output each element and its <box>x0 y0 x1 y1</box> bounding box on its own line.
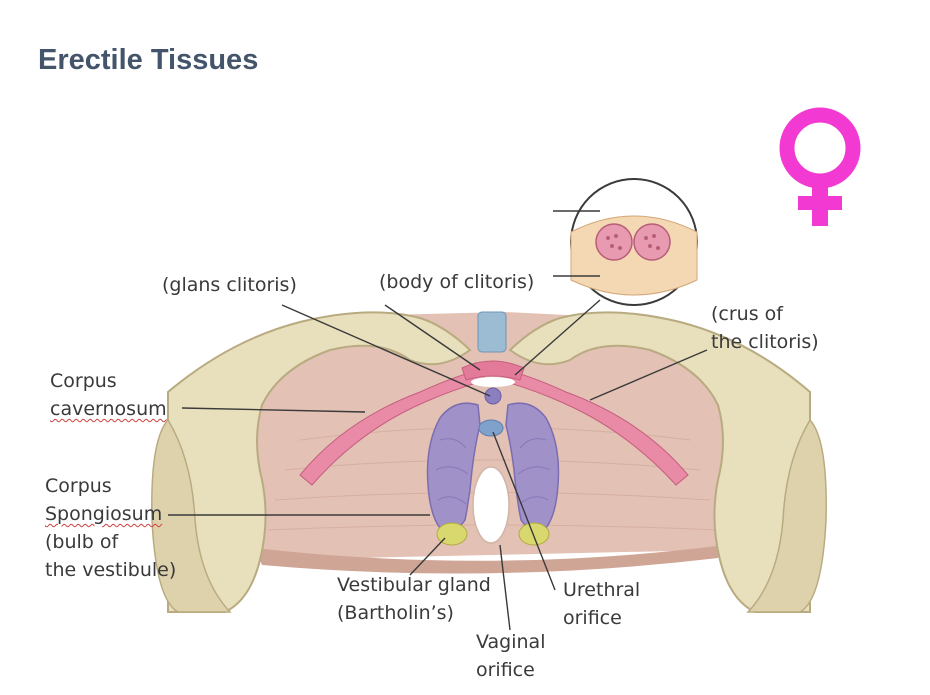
label-urethral-line2: orifice <box>563 607 622 629</box>
inset-right-cavernosum <box>633 223 671 261</box>
leader-vestibular <box>409 537 446 576</box>
leader-vaginal <box>499 544 511 631</box>
leader-inset-to-clitoris <box>514 299 601 376</box>
label-cavernosum-line2: cavernosum <box>50 398 167 420</box>
vaginal-orifice <box>472 466 510 544</box>
label-glans-clitoris: (glans clitoris) <box>162 274 297 296</box>
label-urethral-line1: Urethral <box>563 579 641 601</box>
label-corpus-cavernosum: Corpus cavernosum <box>50 367 167 423</box>
label-body-of-clitoris: (body of clitoris) <box>379 271 535 293</box>
label-vestibular-gland: Vestibular gland (Bartholin’s) <box>337 571 491 627</box>
label-crus-line1: (crus of <box>711 303 783 325</box>
urethral-orifice <box>478 419 504 437</box>
leader-glans <box>281 304 491 397</box>
label-corpus-spongiosum: Corpus Spongiosum (bulb of the vestibule… <box>45 472 176 584</box>
label-vestibular-line2: (Bartholin’s) <box>337 602 454 624</box>
label-vestibular-line1: Vestibular gland <box>337 574 491 596</box>
label-spongiosum-line4: the vestibule) <box>45 559 177 581</box>
label-spongiosum-line2: Spongiosum <box>45 503 163 525</box>
pubic-symphysis <box>477 311 507 353</box>
right-vestibular-gland <box>518 522 550 546</box>
leader-body <box>384 304 481 371</box>
right-ischial-tuberosity <box>746 418 827 613</box>
glans-clitoris <box>484 387 502 405</box>
label-cavernosum-line1: Corpus <box>50 370 117 392</box>
right-pubic-bone <box>508 311 811 613</box>
label-vaginal-line2: orifice <box>476 659 535 681</box>
slide-title: Erectile Tissues <box>38 44 259 76</box>
label-vaginal-line1: Vaginal <box>476 631 546 653</box>
label-crus-line2: the clitoris) <box>711 331 819 353</box>
leader-crus <box>589 349 708 401</box>
left-pubic-bone <box>167 311 472 613</box>
leader-urethral <box>492 431 556 591</box>
leader-cavernosum <box>181 407 366 413</box>
label-spongiosum-line3: (bulb of <box>45 531 119 553</box>
left-ischial-tuberosity <box>151 418 232 613</box>
inset-tissue <box>570 215 698 296</box>
female-symbol-icon <box>779 107 861 226</box>
clitoris-opening <box>471 377 515 387</box>
label-vaginal-orifice: Vaginal orifice <box>476 628 545 684</box>
inset-left-cavernosum <box>595 223 633 261</box>
membrane-lower-edge <box>255 545 725 574</box>
label-spongiosum-line1: Corpus <box>45 475 112 497</box>
label-urethral-orifice: Urethral orifice <box>563 576 640 632</box>
clitoris-body <box>461 360 525 381</box>
label-crus-of-clitoris: (crus of the clitoris) <box>711 300 819 356</box>
